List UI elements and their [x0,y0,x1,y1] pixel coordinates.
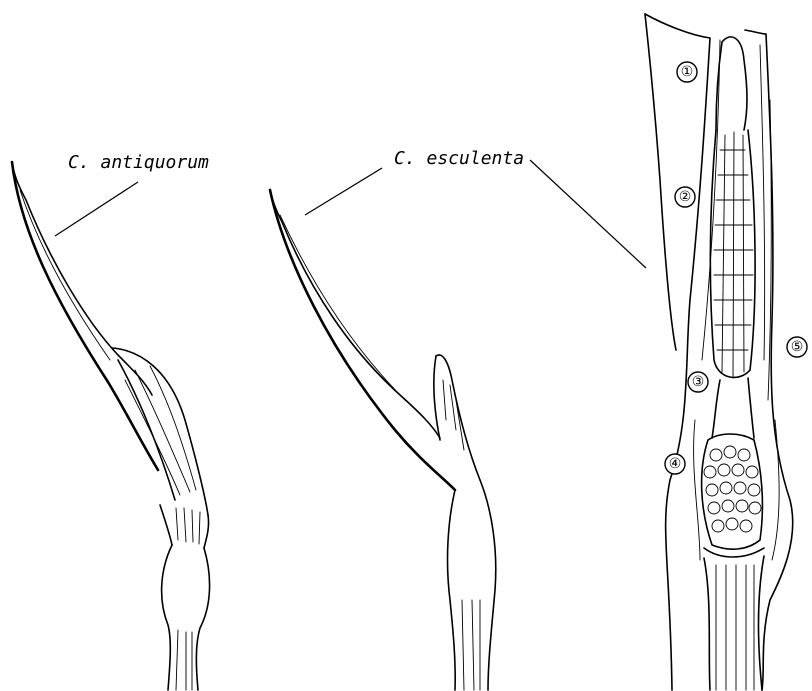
c-esculenta-inflorescence [270,190,496,690]
leader-line-esculenta-right [530,160,646,268]
svg-text:④: ④ [669,456,682,472]
label-c-esculenta: C. esculenta [394,148,524,169]
svg-text:③: ③ [692,374,705,390]
part-number-1: ① [677,62,697,82]
label-c-antiquorum: C. antiquorum [68,152,209,173]
female-flowers [704,446,761,532]
part-number-2: ② [675,187,695,207]
leader-line-esculenta-left [305,168,382,215]
svg-text:①: ① [681,64,694,80]
c-esculenta-section [645,14,793,690]
part-number-3: ③ [688,372,708,392]
svg-text:⑤: ⑤ [791,339,804,355]
leader-line-antiquorum [55,182,138,236]
svg-text:②: ② [679,189,692,205]
part-number-5: ⑤ [787,337,807,357]
part-number-4: ④ [665,454,685,474]
c-antiquorum-inflorescence [12,162,210,690]
